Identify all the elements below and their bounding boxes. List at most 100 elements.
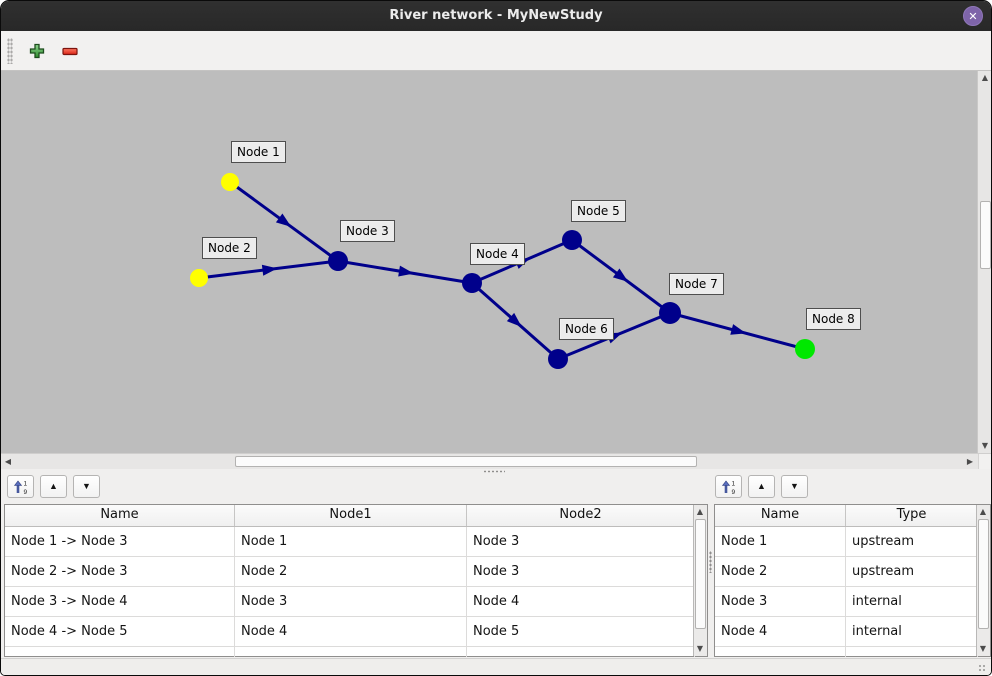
node-circle-node-5[interactable]: [562, 230, 582, 250]
add-node-button[interactable]: [25, 39, 49, 63]
nodes-move-down-button[interactable]: ▼: [781, 475, 808, 498]
node-label: Node 7: [669, 273, 724, 295]
table-cell: [5, 647, 235, 657]
sort-1-9-icon: 1 9: [13, 480, 27, 495]
svg-text:1: 1: [23, 480, 27, 487]
table-cell: Node 4 -> Node 5: [5, 617, 235, 647]
up-arrow-icon: ▲: [757, 481, 766, 491]
tables-splitter[interactable]: [709, 551, 712, 573]
node-circle-node-6[interactable]: [548, 349, 568, 369]
table-cell: Node 4: [715, 617, 846, 647]
node-circle-node-1[interactable]: [221, 173, 239, 191]
column-header-node1[interactable]: Node1: [235, 505, 467, 526]
table-cell: Node 3: [715, 587, 846, 617]
table-cell: upstream: [846, 557, 978, 587]
canvas-hscroll-thumb[interactable]: [235, 456, 697, 467]
close-icon: ✕: [968, 10, 978, 23]
node-label: Node 2: [202, 237, 257, 259]
table-cell: Node 3: [467, 557, 695, 587]
minus-icon: [62, 47, 78, 55]
node-label: Node 8: [806, 308, 861, 330]
plus-icon: [29, 43, 45, 58]
down-arrow-icon: ▼: [82, 481, 91, 491]
svg-text:9: 9: [731, 489, 735, 495]
column-header-node2[interactable]: Node2: [467, 505, 695, 526]
edge-arrow-icon: [612, 268, 629, 282]
table-cell: Node 2: [235, 557, 467, 587]
links-scroll-thumb[interactable]: [695, 519, 706, 629]
nodes-table-scrollbar[interactable]: ▲ ▼: [976, 505, 990, 656]
node-circle-node-2[interactable]: [190, 269, 208, 287]
scroll-up-icon[interactable]: ▲: [696, 507, 704, 516]
tables-pane: 1 9 ▲ ▼ 1 9 ▲: [1, 473, 991, 658]
node-label: Node 3: [340, 220, 395, 242]
window-title: River network - MyNewStudy: [389, 8, 603, 23]
table-cell: Node 2 -> Node 3: [5, 557, 235, 587]
main-toolbar: [1, 31, 991, 71]
scroll-down-icon[interactable]: ▼: [981, 441, 989, 450]
toolbar-grip[interactable]: [7, 37, 13, 64]
scroll-up-icon[interactable]: ▲: [979, 507, 987, 516]
canvas-vscroll-thumb[interactable]: [980, 201, 991, 269]
edge-arrow-icon: [398, 265, 414, 277]
table-cell: [715, 647, 846, 657]
scroll-up-icon[interactable]: ▲: [981, 73, 989, 82]
table-row-partial: [715, 647, 990, 657]
node-label: Node 4: [470, 243, 525, 265]
scroll-down-icon[interactable]: ▼: [979, 644, 987, 653]
scroll-left-icon[interactable]: ◀: [4, 457, 12, 466]
resize-grip[interactable]: [978, 664, 987, 673]
svg-text:1: 1: [731, 480, 735, 487]
edge-arrow-icon: [275, 213, 292, 227]
scroll-down-icon[interactable]: ▼: [696, 644, 704, 653]
links-sort-button[interactable]: 1 9: [7, 475, 34, 498]
canvas-vertical-scrollbar[interactable]: ▲ ▼: [977, 71, 991, 453]
table-cell: Node 1: [235, 527, 467, 557]
scroll-right-icon[interactable]: ▶: [966, 457, 974, 466]
close-button[interactable]: ✕: [963, 6, 983, 26]
nodes-table-toolbar: 1 9 ▲ ▼: [715, 475, 808, 498]
table-cell: Node 3: [467, 527, 695, 557]
statusbar: [1, 658, 991, 675]
node-circle-node-8[interactable]: [795, 339, 815, 359]
table-cell: [467, 647, 695, 657]
links-move-up-button[interactable]: ▲: [40, 475, 67, 498]
table-cell: Node 3 -> Node 4: [5, 587, 235, 617]
node-label: Node 1: [231, 141, 286, 163]
column-header-name[interactable]: Name: [5, 505, 235, 526]
links-table-scrollbar[interactable]: ▲ ▼: [693, 505, 707, 656]
table-cell: Node 4: [467, 587, 695, 617]
down-arrow-icon: ▼: [790, 481, 799, 491]
table-cell: internal: [846, 617, 978, 647]
node-circle-node-4[interactable]: [462, 273, 482, 293]
canvas-horizontal-scrollbar[interactable]: ◀ ▶: [1, 453, 991, 469]
nodes-move-up-button[interactable]: ▲: [748, 475, 775, 498]
nodes-scroll-thumb[interactable]: [978, 519, 989, 629]
remove-node-button[interactable]: [58, 39, 82, 63]
column-header-name[interactable]: Name: [715, 505, 846, 526]
column-header-type[interactable]: Type: [846, 505, 978, 526]
edge-arrow-icon: [261, 264, 278, 276]
pane-splitter[interactable]: [1, 469, 991, 473]
node-circle-node-3[interactable]: [328, 251, 348, 271]
table-cell: [235, 647, 467, 657]
links-move-down-button[interactable]: ▼: [73, 475, 100, 498]
nodes-sort-button[interactable]: 1 9: [715, 475, 742, 498]
node-circle-node-7[interactable]: [659, 302, 681, 324]
scrollbar-corner: [978, 454, 991, 469]
